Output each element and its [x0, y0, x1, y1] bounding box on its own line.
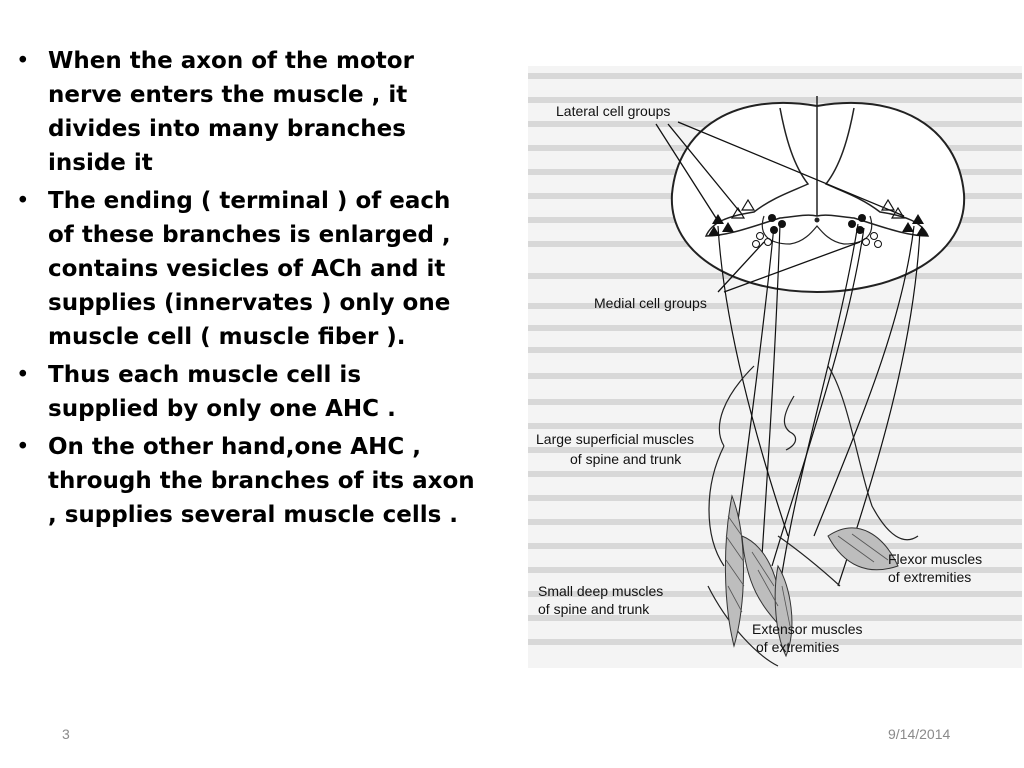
spinal-cord-section	[670, 96, 966, 294]
bullet-dot: •	[16, 434, 30, 460]
bullet-dot: •	[16, 48, 30, 74]
label-flexor-muscles: Flexor muscles	[888, 551, 982, 567]
medial-cell-group-right	[848, 214, 882, 248]
bullet-item: • Thus each muscle cell is supplied by on…	[16, 358, 476, 426]
label-small-deep-muscles: Small deep muscles	[538, 583, 663, 599]
spinal-cord-diagram: Lateral cell groups Medial cell groups L…	[528, 66, 1022, 668]
bullet-dot: •	[16, 188, 30, 214]
bullet-text: On the other hand,one AHC , through the …	[48, 434, 475, 528]
label-large-superficial-muscles: Large superficial muscles	[536, 431, 694, 447]
lateral-cell-group-right	[880, 198, 928, 236]
slide-date: 9/14/2014	[888, 726, 951, 742]
bullet-list: • When the axon of the motor nerve enters…	[16, 44, 476, 536]
label-flexor-muscles-line2: of extremities	[888, 569, 971, 585]
bullet-item: • On the other hand,one AHC , through the…	[16, 430, 476, 532]
bullet-item: • The ending ( terminal ) of each of thes…	[16, 184, 476, 354]
label-lateral-cell-groups: Lateral cell groups	[556, 103, 670, 119]
medial-cell-group-left	[752, 214, 786, 248]
slide-number: 3	[62, 726, 70, 742]
label-small-deep-muscles-line2: of spine and trunk	[538, 601, 650, 617]
bullet-text: When the axon of the motor nerve enters …	[48, 48, 414, 176]
bullet-text: The ending ( terminal ) of each of these…	[48, 188, 451, 350]
bullet-item: • When the axon of the motor nerve enters…	[16, 44, 476, 180]
bullet-dot: •	[16, 362, 30, 388]
label-extensor-muscles: Extensor muscles	[752, 621, 862, 637]
muscle-hatching	[725, 515, 889, 627]
skeleton-outline	[707, 365, 919, 667]
motor-axons	[717, 223, 921, 587]
label-large-superficial-muscles-line2: of spine and trunk	[570, 451, 682, 467]
label-pointer-lines	[655, 121, 905, 293]
label-extensor-muscles-line2: of extremities	[756, 639, 839, 655]
muscle-shapes	[724, 494, 899, 658]
label-medial-cell-groups: Medial cell groups	[594, 295, 707, 311]
lateral-cell-group-left	[708, 198, 756, 236]
bullet-text: Thus each muscle cell is supplied by onl…	[48, 362, 396, 422]
